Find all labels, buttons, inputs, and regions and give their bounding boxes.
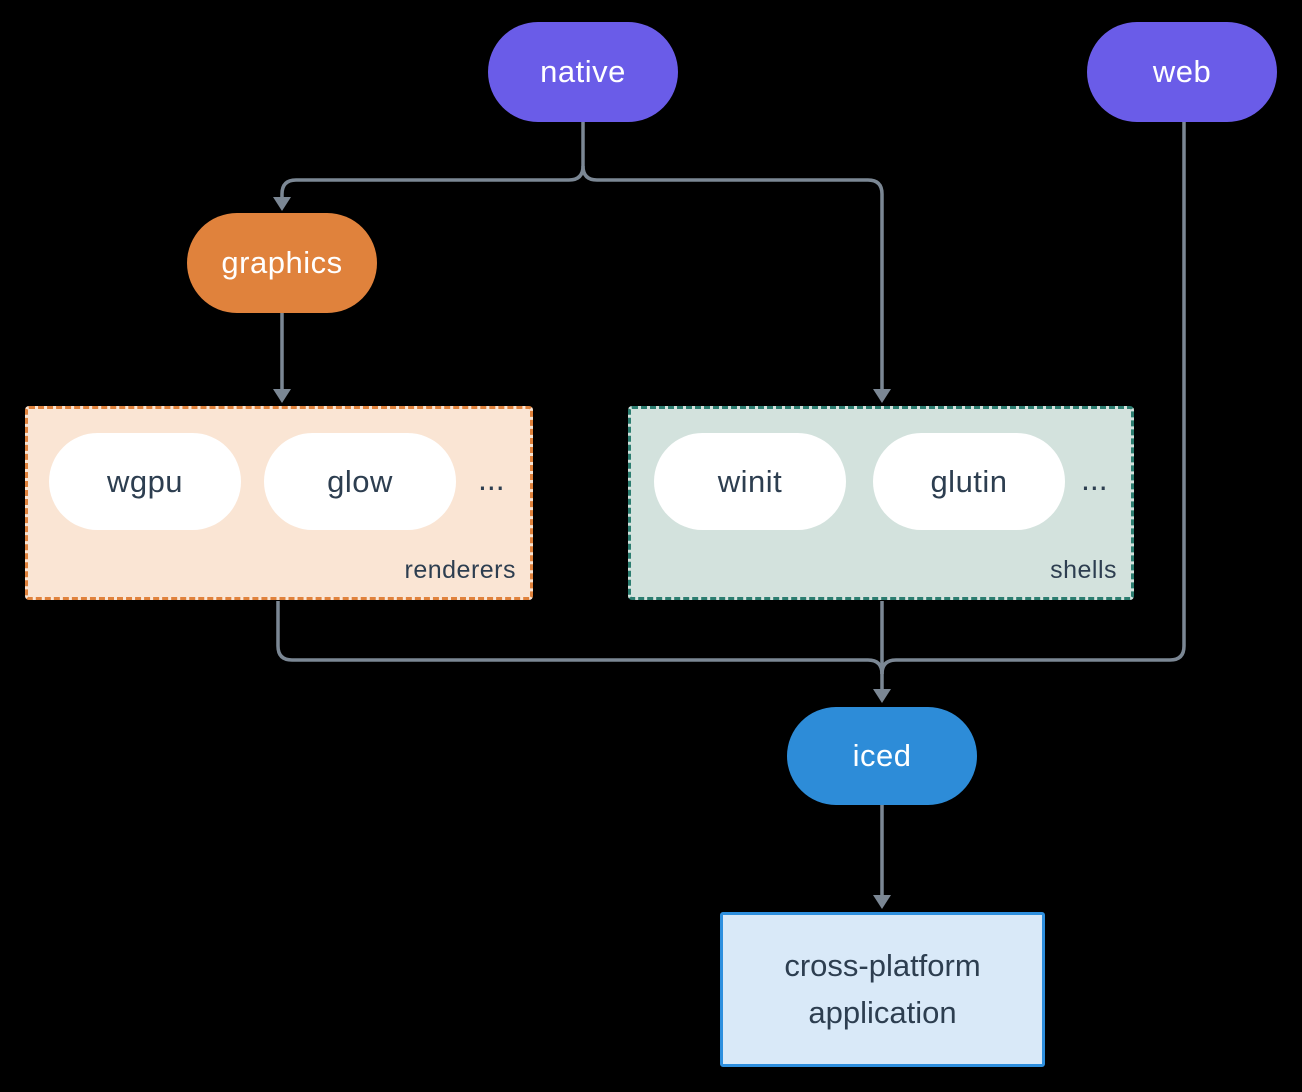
connector-native-to-shells (581, 165, 884, 391)
node-native: native (488, 22, 678, 122)
node-web: web (1087, 22, 1277, 122)
node-cross-platform-application: cross-platform application (720, 912, 1045, 1067)
renderers-ellipsis: ... (478, 461, 505, 497)
connector-renderers-to-merge (276, 601, 884, 675)
node-winit: winit (654, 433, 846, 530)
shells-label: shells (1050, 556, 1117, 584)
node-glow: glow (264, 433, 456, 530)
node-wgpu: wgpu (49, 433, 241, 530)
node-graphics: graphics (187, 213, 377, 313)
group-renderers: wgpu glow ... renderers (25, 406, 533, 600)
arrowhead-app (873, 895, 891, 909)
shells-ellipsis: ... (1081, 461, 1108, 497)
renderers-label: renderers (404, 556, 516, 584)
arrowhead-iced (873, 689, 891, 703)
node-glutin: glutin (873, 433, 1065, 530)
group-shells: winit glutin ... shells (628, 406, 1134, 600)
connector-native-to-graphics (280, 165, 585, 199)
node-iced: iced (787, 707, 977, 805)
arrowhead-renderers (273, 389, 291, 403)
arrowhead-shells (873, 389, 891, 403)
arrowhead-graphics (273, 197, 291, 211)
